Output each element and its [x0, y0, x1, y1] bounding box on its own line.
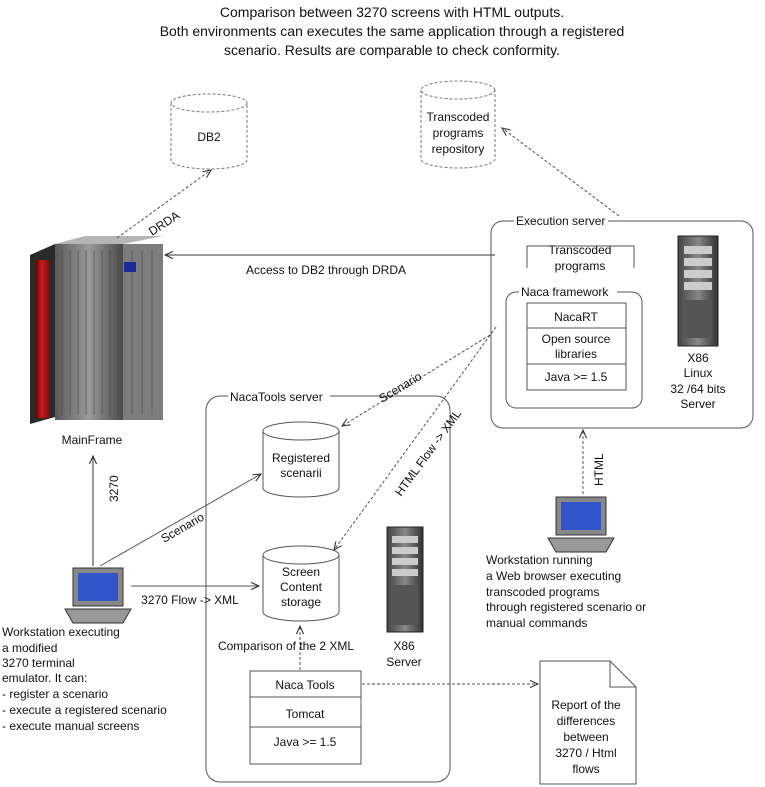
ws-right-4: through registered scenario or — [486, 600, 646, 614]
server-tower-icon — [677, 235, 719, 347]
java-exec-label: Java >= 1.5 — [545, 370, 608, 384]
repository-database: Transcoded programs repository — [420, 80, 496, 169]
tomcat-label: Tomcat — [286, 707, 325, 721]
title-line-1: Comparison between 3270 screens with HTM… — [220, 4, 564, 20]
nacart-label: NacaRT — [554, 310, 598, 324]
ws-right-1: Workstation running — [486, 553, 593, 567]
html-flow-arrow — [334, 326, 497, 550]
ws-left-5: - register a scenario — [2, 687, 108, 701]
ws-left-7: - execute manual screens — [2, 719, 139, 733]
registered-label-2: scenarii — [280, 466, 321, 480]
ws-left-6: - execute a registered scenario — [2, 703, 167, 717]
access-db2-label: Access to DB2 through DRDA — [246, 263, 406, 277]
scenario-ws-arrow — [99, 474, 261, 567]
x86-server-label-1: X86 — [393, 639, 415, 653]
linux-label-1: X86 — [687, 351, 709, 365]
ws-right-2: a Web browser executing — [486, 569, 621, 583]
mainframe-label: MainFrame — [62, 433, 123, 447]
x86-server-label-2: Server — [386, 655, 421, 669]
server-tower-icon — [386, 526, 424, 633]
nacatools-server-label: NacaTools server — [230, 390, 323, 404]
ws-right-3: transcoded programs — [486, 585, 599, 599]
linux-label-4: Server — [680, 397, 715, 411]
naca-tools-label: Naca Tools — [275, 678, 334, 692]
naca-tools-stack — [249, 670, 362, 765]
execution-server-box — [490, 220, 754, 429]
report-label-5: flows — [572, 762, 599, 776]
open-source-label-2: libraries — [555, 347, 597, 361]
workstation-right-icon — [547, 496, 615, 553]
ws-left-4: emulator. It can: — [2, 671, 87, 685]
nacart-stack — [526, 302, 627, 391]
comparison-label: Comparison of the 2 XML — [218, 639, 354, 653]
html-label: HTML — [592, 453, 606, 486]
repository-arrow — [502, 128, 620, 217]
open-source-label-1: Open source — [542, 332, 611, 346]
execution-server-label: Execution server — [516, 214, 605, 228]
drda-arrow — [116, 170, 211, 239]
scenario-exec-label: Scenario — [376, 369, 424, 406]
report-label-3: between — [563, 730, 608, 744]
title-line-3: scenario. Results are comparable to chec… — [224, 42, 560, 58]
workstation-left-icon — [64, 567, 132, 624]
storage-label-3: storage — [281, 595, 321, 609]
registered-label-1: Registered — [272, 451, 330, 465]
ws-right-5: manual commands — [486, 616, 587, 630]
report-document-icon — [539, 660, 637, 785]
v3270-label: 3270 — [107, 475, 121, 502]
flow-3270-label: 3270 Flow -> XML — [141, 593, 239, 607]
mainframe-icon — [30, 236, 163, 424]
scenario-exec-arrow — [342, 334, 491, 426]
linux-label-2: Linux — [684, 366, 713, 380]
naca-framework-label: Naca framework — [521, 285, 609, 299]
transcoded-programs-label-1: Transcoded — [549, 243, 612, 257]
ws-left-3: 3270 terminal — [2, 656, 75, 670]
java-tools-label: Java >= 1.5 — [274, 735, 337, 749]
linux-label-3: 32 /64 bits — [670, 382, 725, 396]
registered-scenarii-database: Registered scenarii — [262, 421, 340, 498]
repository-label-3: repository — [432, 142, 485, 156]
report-label-2: differences — [557, 714, 615, 728]
db2-label: DB2 — [197, 130, 221, 144]
db2-database: DB2 — [170, 93, 248, 170]
scenario-ws-label: Scenario — [159, 510, 207, 546]
title-line-2: Both environments can executes the same … — [160, 23, 625, 39]
storage-label-2: Content — [280, 580, 323, 594]
report-label-4: 3270 / Html — [555, 746, 616, 760]
transcoded-programs-box — [526, 245, 635, 268]
report-label-1: Report of the — [551, 698, 621, 712]
screen-storage-database: Screen Content storage — [262, 545, 340, 622]
ws-left-1: Workstation executing — [2, 625, 120, 639]
repository-label-1: Transcoded — [427, 110, 490, 124]
ws-left-2: a modified — [2, 641, 57, 655]
repository-label-2: programs — [433, 126, 484, 140]
storage-label-1: Screen — [282, 565, 320, 579]
transcoded-programs-label-2: programs — [555, 259, 606, 273]
